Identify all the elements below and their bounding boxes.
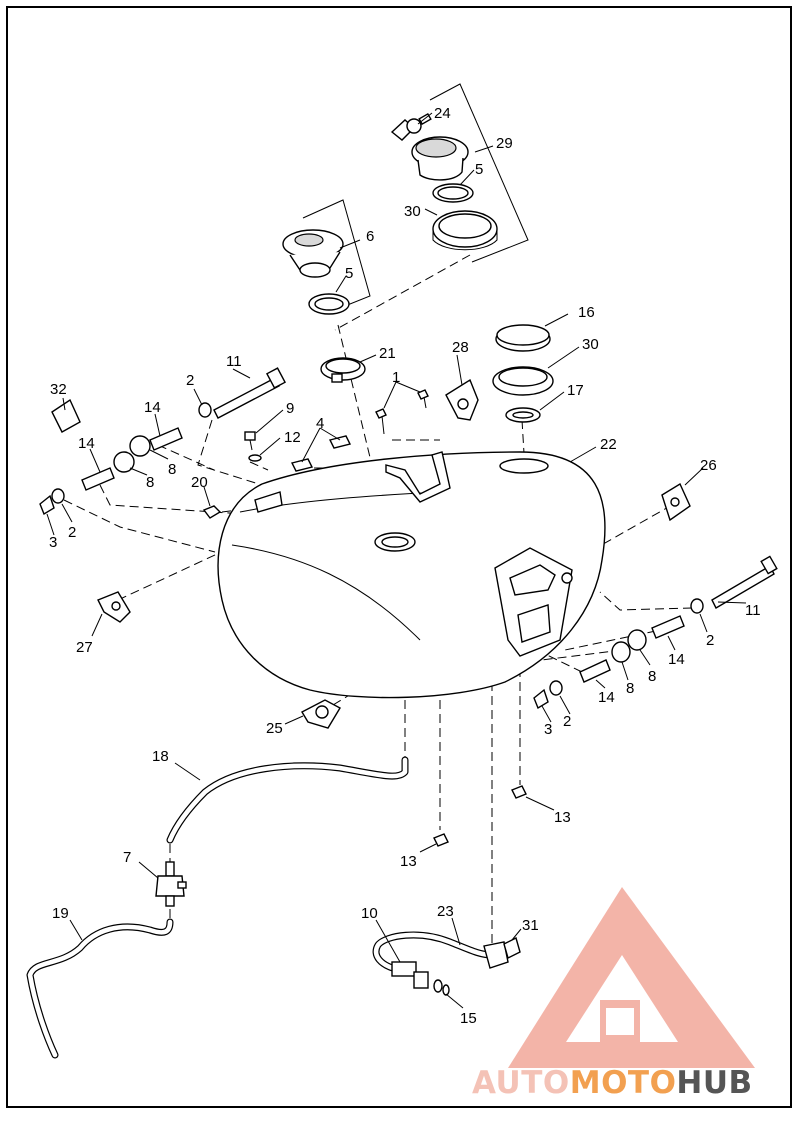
callout-labels: 24 29 5 30 6 5 21 28 16 30 17 22 26 1 4 … (49, 105, 761, 1027)
callout-2-lower-left: 2 (68, 524, 76, 541)
callout-22: 22 (600, 436, 617, 453)
cap-assembly-16 (492, 324, 554, 423)
bracket-28 (445, 378, 479, 421)
callout-27: 27 (76, 639, 93, 656)
callout-26: 26 (700, 457, 717, 474)
fuel-line-19 (26, 918, 174, 1059)
bolts-13 (433, 785, 527, 847)
callout-13-right: 13 (554, 809, 571, 826)
callout-5-upper: 5 (475, 161, 483, 178)
callout-14-upper-left: 14 (144, 399, 161, 416)
callout-6: 6 (366, 228, 374, 245)
bracket-26 (661, 482, 691, 522)
watermark-auto: AUTO (472, 1065, 570, 1101)
callout-21: 21 (379, 345, 396, 362)
callout-14-upper-right: 14 (668, 651, 685, 668)
callout-14-lower-right: 14 (598, 689, 615, 706)
callout-18: 18 (152, 748, 169, 765)
callout-28: 28 (452, 339, 469, 356)
callout-30-right: 30 (582, 336, 599, 353)
callout-20: 20 (191, 474, 208, 491)
watermark-text: AUTOMOTOHUB (472, 1065, 753, 1101)
callout-9: 9 (286, 400, 294, 417)
watermark-logo-icon (508, 887, 755, 1068)
fuel-line-18 (166, 756, 409, 844)
callout-3-left: 3 (49, 534, 57, 551)
callout-15: 15 (460, 1010, 477, 1027)
right-mount-hardware (533, 555, 778, 710)
callout-10: 10 (361, 905, 378, 922)
callout-24: 24 (434, 105, 451, 122)
callout-17: 17 (567, 382, 584, 399)
callout-5-lower: 5 (345, 265, 353, 282)
callout-1: 1 (392, 369, 400, 386)
fasteners-9-12-20 (202, 431, 262, 519)
petcock-assembly (372, 931, 521, 996)
callout-25: 25 (266, 720, 283, 737)
callout-7: 7 (123, 849, 131, 866)
inline-valve-7 (155, 861, 187, 907)
watermark-hub: HUB (676, 1065, 752, 1101)
callout-3-right: 3 (544, 721, 552, 738)
callout-13-left: 13 (400, 853, 417, 870)
callout-16: 16 (578, 304, 595, 321)
bracket-25 (301, 699, 341, 729)
callout-8-upper-left: 8 (168, 461, 176, 478)
callout-8-upper-right: 8 (648, 668, 656, 685)
bracket-27 (97, 591, 131, 623)
callout-23: 23 (437, 903, 454, 920)
callout-2-upper-right: 2 (706, 632, 714, 649)
callout-11-right: 11 (745, 602, 761, 619)
callout-8-lower-right: 8 (626, 680, 634, 697)
callout-11-left: 11 (226, 353, 242, 370)
left-mount-hardware (39, 367, 287, 516)
callout-2-lower-right: 2 (563, 713, 571, 730)
key-icon (390, 112, 432, 141)
callout-30-upper: 30 (404, 203, 421, 220)
callout-12: 12 (284, 429, 301, 446)
callout-31: 31 (522, 917, 539, 934)
cap-assembly-6 (282, 199, 371, 315)
cap-assembly-29 (390, 83, 529, 263)
callout-14-lower-left: 14 (78, 435, 95, 452)
fuel-tank (217, 451, 606, 699)
callout-4: 4 (316, 415, 324, 432)
callout-32: 32 (50, 381, 67, 398)
screws-1 (375, 389, 429, 435)
callout-2-upper-left: 2 (186, 372, 194, 389)
watermark-moto: MOTO (570, 1065, 677, 1101)
callout-8-lower-left: 8 (146, 474, 154, 491)
clamp-21 (320, 357, 366, 383)
callout-19: 19 (52, 905, 69, 922)
leader-lines (46, 112, 747, 1009)
callout-29: 29 (496, 135, 513, 152)
